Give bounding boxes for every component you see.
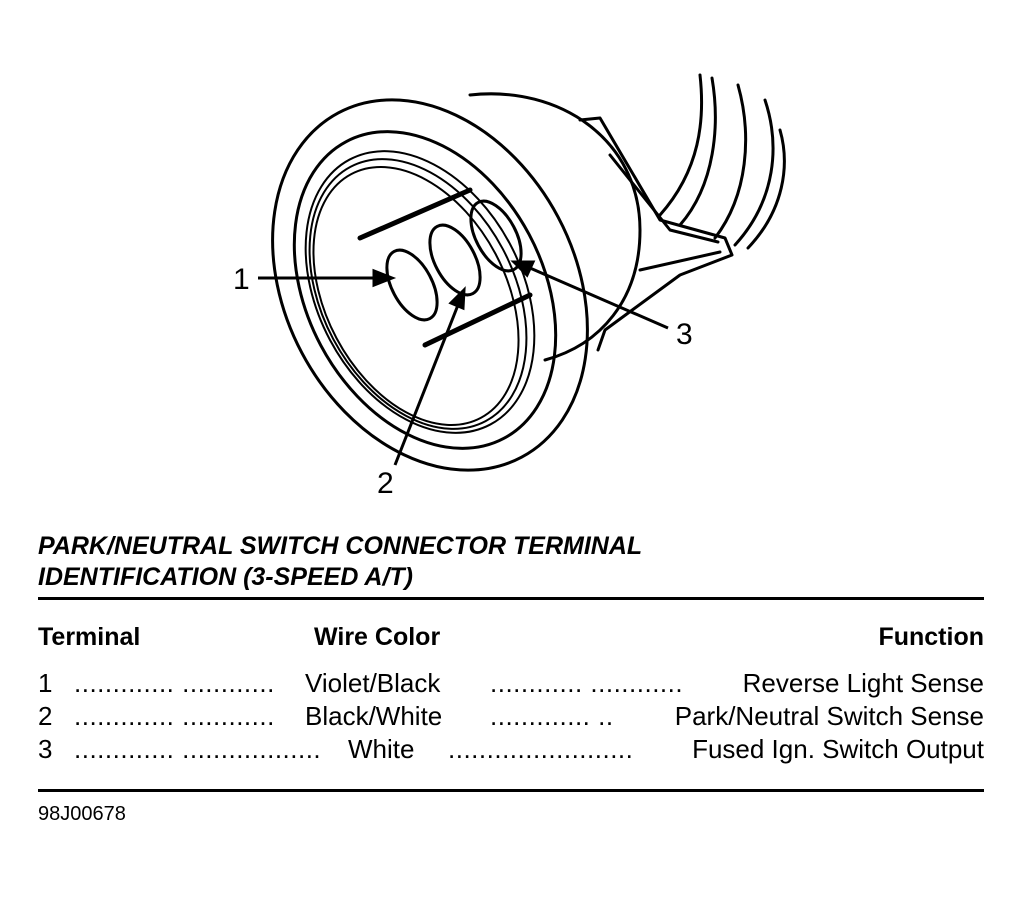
terminal-block-upper-edge bbox=[357, 187, 473, 241]
terminal-block-lower-edge bbox=[422, 292, 533, 348]
callout-3: 3 bbox=[676, 318, 693, 351]
callout-2: 2 bbox=[377, 467, 394, 500]
table-row: 2 ............. ............ Black/White… bbox=[38, 701, 984, 735]
table-row: 3 ............. .................. White… bbox=[38, 734, 984, 768]
wire-1 bbox=[658, 73, 704, 217]
header-function: Function bbox=[878, 623, 984, 651]
leader-line-3 bbox=[529, 266, 669, 330]
wire-4 bbox=[733, 98, 775, 247]
figure-title-line-1: PARK/NEUTRAL SWITCH CONNECTOR TERMINAL bbox=[38, 532, 643, 560]
wire-color: Violet/Black bbox=[305, 668, 441, 698]
terminal-cavity-2 bbox=[428, 223, 482, 297]
connector-inner-rim bbox=[292, 130, 558, 450]
wire-5 bbox=[746, 128, 786, 250]
leader-line-2 bbox=[393, 304, 460, 466]
terminal-number: 3 bbox=[38, 734, 53, 764]
header-terminal: Terminal bbox=[38, 623, 141, 651]
figure-reference-number: 98J00678 bbox=[38, 803, 126, 825]
connector-illustration bbox=[258, 73, 786, 472]
wire-3 bbox=[713, 83, 748, 240]
leader-dots: ............. ............ bbox=[74, 668, 275, 698]
figure-title-line-2: IDENTIFICATION (3-SPEED A/T) bbox=[38, 563, 413, 591]
terminal-function: Reverse Light Sense bbox=[742, 668, 984, 698]
top-rule bbox=[38, 597, 984, 600]
wire-color: White bbox=[348, 734, 415, 764]
connector-rear-body bbox=[468, 92, 642, 362]
terminal-function: Park/Neutral Switch Sense bbox=[674, 701, 984, 731]
figure-title: PARK/NEUTRAL SWITCH CONNECTOR TERMINAL I… bbox=[38, 531, 938, 593]
terminal-cavity-1 bbox=[385, 248, 439, 322]
terminal-function: Fused Ign. Switch Output bbox=[692, 734, 984, 764]
table-row: 1 ............. ............ Violet/Blac… bbox=[38, 668, 984, 702]
callout-1: 1 bbox=[233, 263, 250, 296]
header-wire-color: Wire Color bbox=[314, 623, 441, 651]
terminal-cavity-3 bbox=[469, 199, 523, 273]
leader-dots: ............. .. bbox=[490, 701, 614, 731]
terminal-number: 1 bbox=[38, 668, 53, 698]
terminal-number: 2 bbox=[38, 701, 53, 731]
leader-dots: ............ ............ bbox=[490, 668, 684, 698]
leader-dots: ............. ............ bbox=[74, 701, 275, 731]
leader-dots: ........................ bbox=[448, 734, 634, 764]
leader-dots: ............. .................. bbox=[74, 734, 322, 764]
wire-color: Black/White bbox=[305, 701, 443, 731]
bottom-rule bbox=[38, 789, 984, 792]
wire-2 bbox=[678, 76, 717, 227]
connector-outer-ring bbox=[271, 98, 589, 472]
